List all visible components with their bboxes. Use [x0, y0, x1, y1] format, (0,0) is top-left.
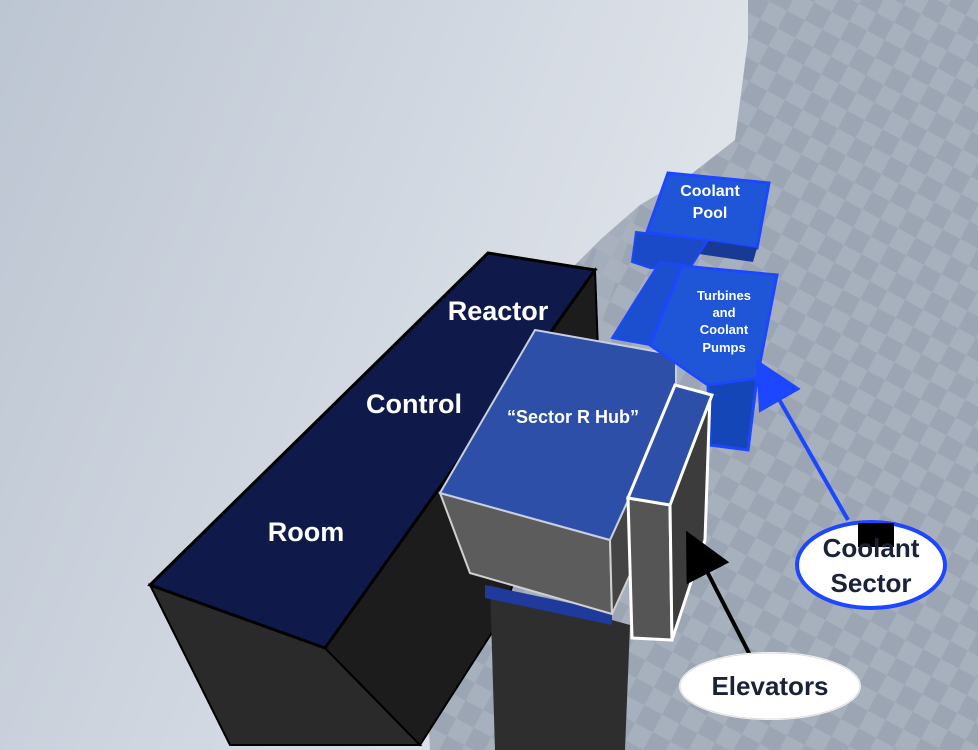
label-turbines-2: and	[712, 305, 735, 320]
turbines-block-front	[706, 376, 759, 452]
label-reactor: Reactor	[448, 296, 549, 326]
elevators-arrow	[686, 530, 752, 656]
coolant-sector-arrow	[756, 359, 850, 521]
label-coolant-pool-2: Pool	[693, 205, 728, 222]
hub-base	[490, 585, 630, 750]
black-mark	[858, 523, 894, 547]
label-control: Control	[366, 389, 462, 419]
label-turbines-4: Pumps	[702, 340, 745, 355]
control-room-top	[147, 251, 598, 650]
hub-top	[438, 328, 677, 542]
elevators-block	[625, 383, 714, 642]
label-elevators: Elevators	[711, 671, 828, 701]
label-turbines-1: Turbines	[697, 288, 751, 303]
label-sector-r-hub: “Sector R Hub”	[507, 407, 639, 427]
elevators-top	[625, 383, 714, 507]
label-coolant-sector-2: Sector	[831, 568, 912, 598]
hub-base-blue	[485, 585, 612, 625]
label-room: Room	[268, 517, 345, 547]
label-coolant-sector-1: Coolant	[823, 533, 920, 563]
coolant-sector-callout	[795, 520, 947, 610]
elevators-side	[626, 496, 674, 642]
coolant-sector-blocks	[610, 171, 779, 452]
label-coolant-pool-1: Coolant	[680, 183, 740, 200]
label-turbines-3: Coolant	[700, 322, 749, 337]
